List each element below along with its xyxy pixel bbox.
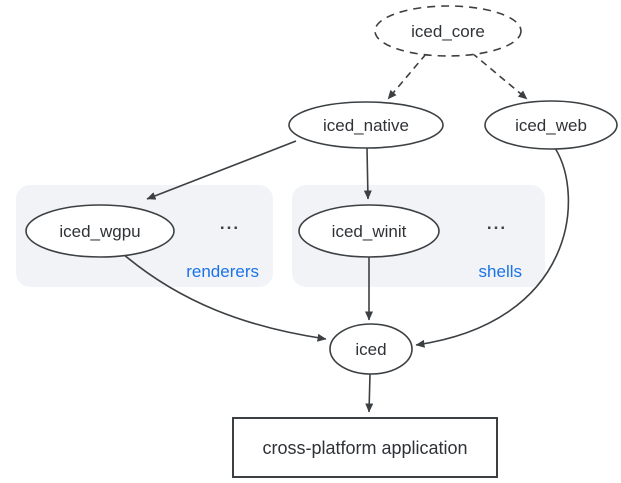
shells-group-label: shells [479,262,522,281]
node-iced-wgpu-label: iced_wgpu [59,222,140,241]
edge-iced_wgpu-iced [122,253,327,342]
node-iced-native-label: iced_native [323,116,409,135]
edge-iced_core-iced_native [387,53,427,100]
edge-iced_core-iced_web [471,52,528,100]
shells-ellipsis: ... [487,214,507,233]
renderers-ellipsis: ... [220,214,240,233]
node-application-label: cross-platform application [262,438,467,458]
node-application [232,417,498,478]
node-iced-core [374,5,522,57]
node-iced-core-label: iced_core [411,22,485,41]
edge-iced_native-iced_wgpu [146,140,297,200]
edge-iced-application [365,373,374,413]
renderers-group-label: renderers [186,262,259,281]
node-iced-web-label: iced_web [515,116,587,135]
node-iced-web [484,100,618,150]
node-iced-winit-label: iced_winit [332,222,407,241]
edge-iced_web-iced [415,147,570,348]
edge-iced_native-iced_winit [363,147,372,200]
node-iced-winit [298,204,440,258]
node-iced-wgpu [25,204,175,258]
node-iced [329,323,413,375]
node-iced-native [288,101,444,149]
node-iced-label: iced [355,340,386,359]
